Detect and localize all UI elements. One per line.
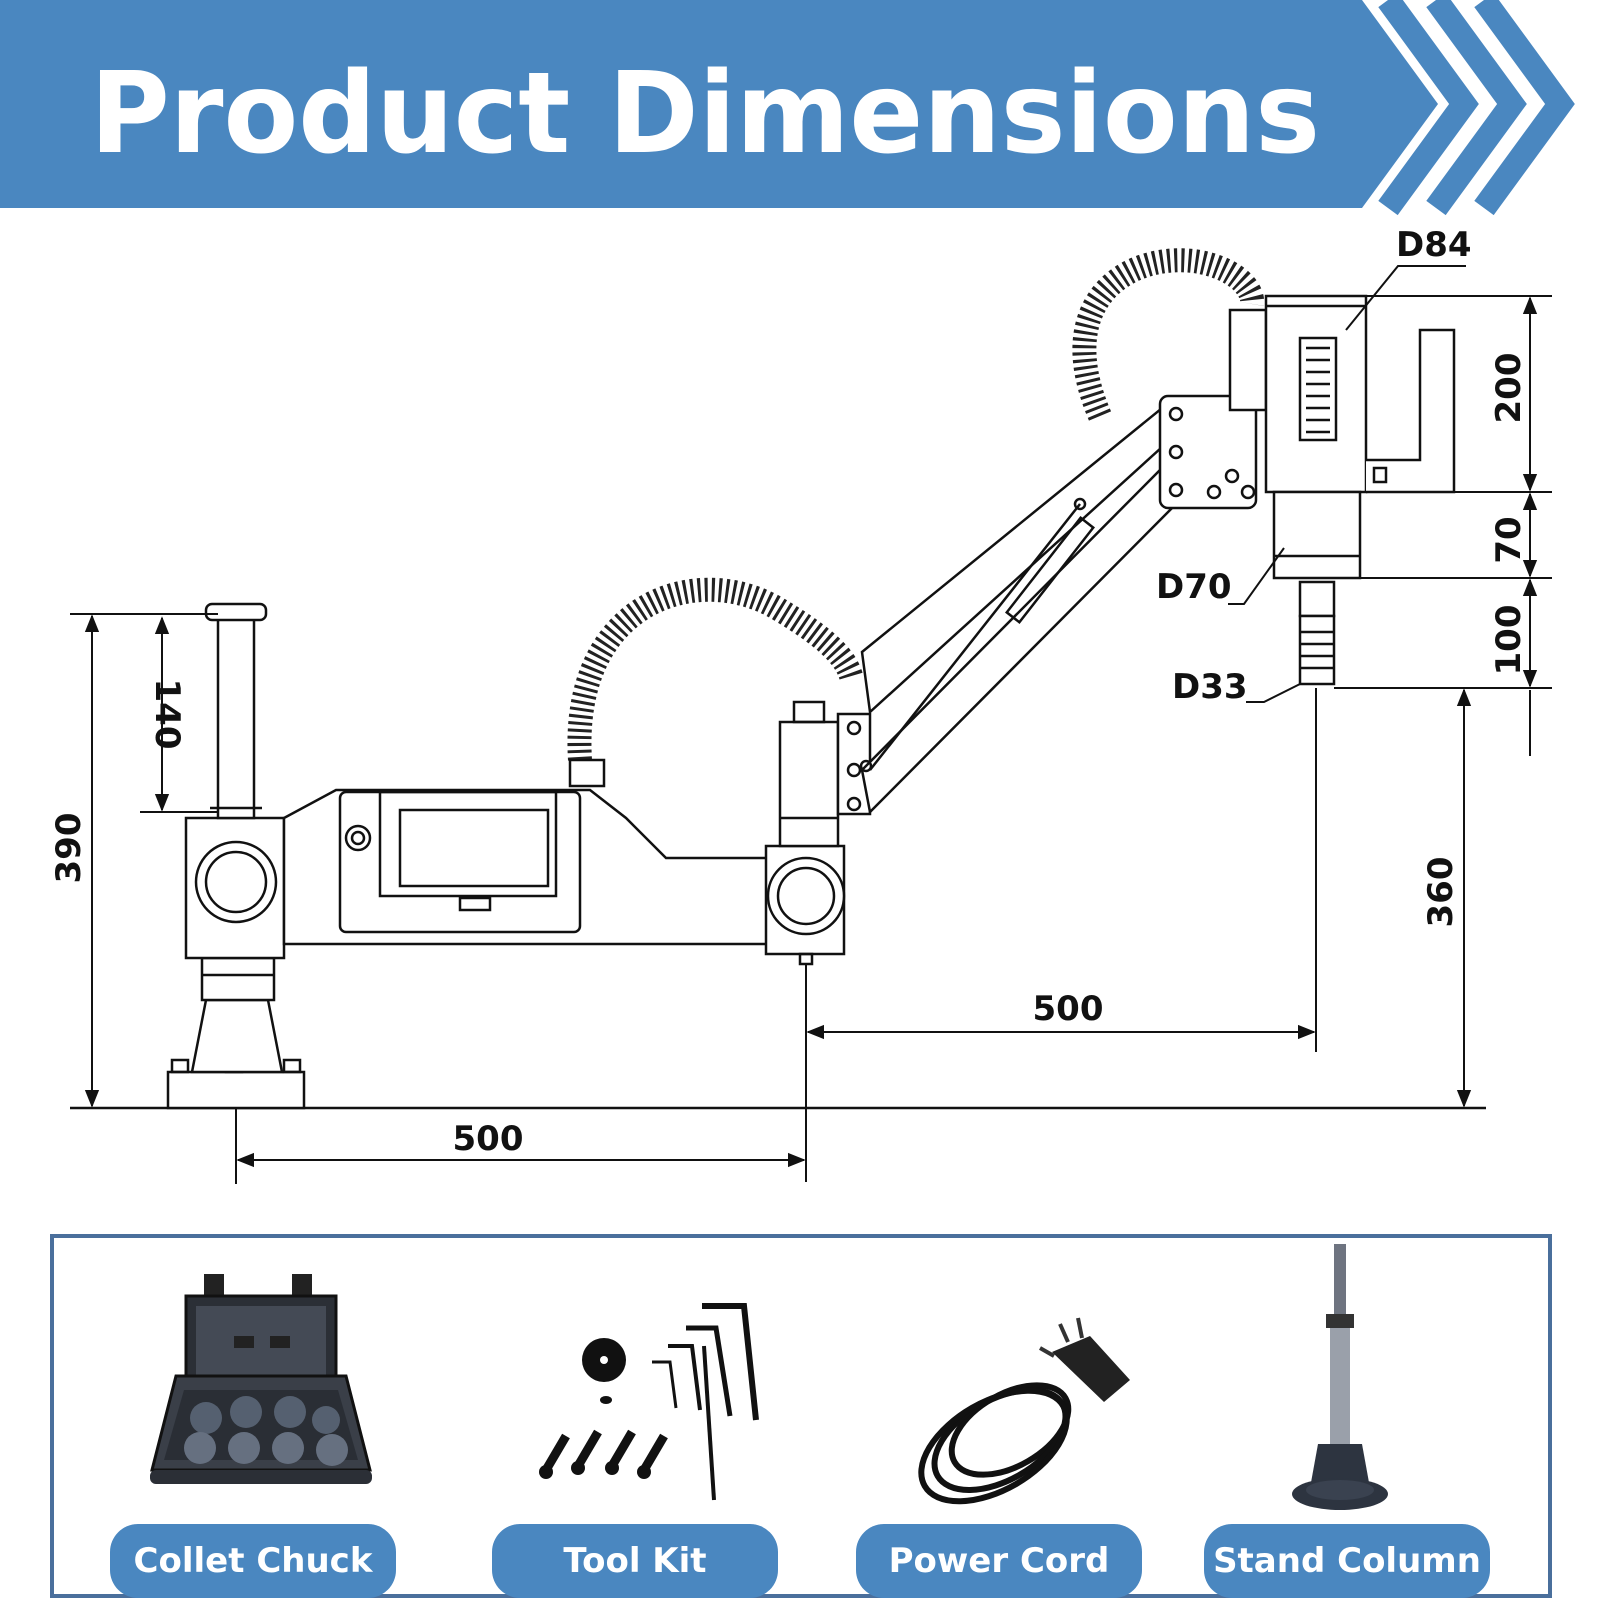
accessory-pill-stand-column: Stand Column	[1204, 1524, 1490, 1598]
accessory-label-stand-column: Stand Column	[1213, 1541, 1481, 1581]
stand-column-icon	[1292, 1244, 1388, 1510]
accessories-panel: Collet Chuck Tool Kit Power Cord Stand C…	[50, 1234, 1552, 1598]
dimension-lines	[70, 265, 1552, 1184]
dim-d70: D70	[1156, 567, 1232, 607]
dim-390: 390	[49, 813, 89, 884]
chevron-2-icon	[1426, 0, 1527, 216]
dim-200: 200	[1489, 353, 1529, 424]
page-title: Product Dimensions	[90, 49, 1320, 179]
accessory-pill-power-cord: Power Cord	[856, 1524, 1142, 1598]
accessory-label-tool-kit: Tool Kit	[563, 1541, 706, 1581]
dim-500-lower: 500	[453, 1119, 524, 1159]
dimension-labels: 390 140 D84 200 D70 70 D33 100 360 500 5…	[49, 225, 1529, 1159]
banner-shape	[0, 0, 1438, 208]
tool-kit-icon	[539, 1303, 759, 1501]
accessory-label-power-cord: Power Cord	[889, 1541, 1110, 1581]
header-banner: Product Dimensions	[0, 0, 1575, 216]
accessory-pill-collet-chuck: Collet Chuck	[110, 1524, 396, 1598]
power-cord-icon	[918, 1317, 1130, 1505]
dim-100: 100	[1489, 605, 1529, 676]
accessory-label-collet-chuck: Collet Chuck	[134, 1541, 374, 1581]
dim-500-upper: 500	[1033, 989, 1104, 1029]
tapping-machine-drawing	[70, 248, 1486, 1110]
dim-d33: D33	[1172, 667, 1248, 707]
dim-d84: D84	[1396, 225, 1472, 265]
dim-140: 140	[147, 679, 187, 750]
dim-70: 70	[1489, 516, 1529, 563]
dim-360: 360	[1421, 857, 1461, 928]
accessory-pill-tool-kit: Tool Kit	[492, 1524, 778, 1598]
chevron-1-icon	[1378, 0, 1479, 216]
chevron-3-icon	[1474, 0, 1575, 216]
collet-chuck-case-icon	[150, 1274, 372, 1484]
